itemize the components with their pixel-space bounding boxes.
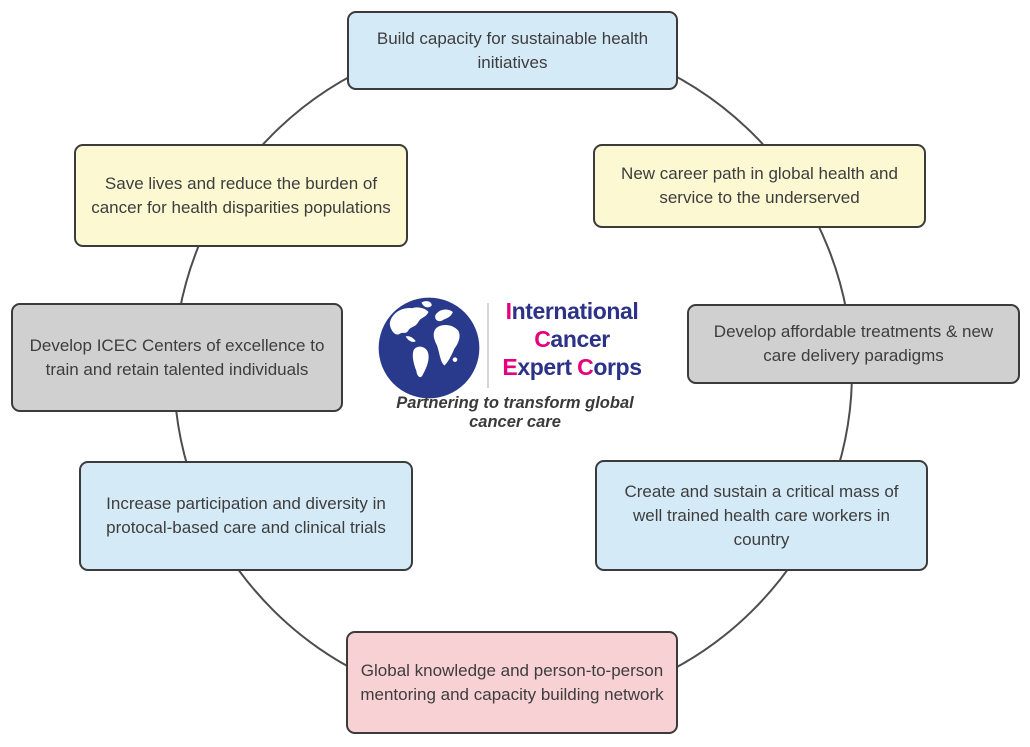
goal-box-new-career-path: New career path in global health and ser… <box>593 144 926 228</box>
goal-box-save-lives: Save lives and reduce the burden of canc… <box>74 144 408 247</box>
logo-line-international: International <box>505 298 639 324</box>
globe-icon <box>376 295 482 401</box>
logo-divider <box>487 303 489 388</box>
goal-box-icec-centers: Develop ICEC Centers of excellence to tr… <box>11 303 343 412</box>
logo-tagline: Partnering to transform global cancer ca… <box>396 394 634 431</box>
goal-box-global-knowledge: Global knowledge and person-to-person me… <box>346 631 678 734</box>
goal-box-critical-mass: Create and sustain a critical mass of we… <box>595 460 928 571</box>
goal-box-participation-diversity: Increase participation and diversity in … <box>79 461 413 571</box>
goal-box-build-capacity: Build capacity for sustainable health in… <box>347 11 678 90</box>
goal-box-affordable-treatments: Develop affordable treatments & new care… <box>687 304 1020 384</box>
logo-line-cancer: Cancer <box>534 326 610 352</box>
